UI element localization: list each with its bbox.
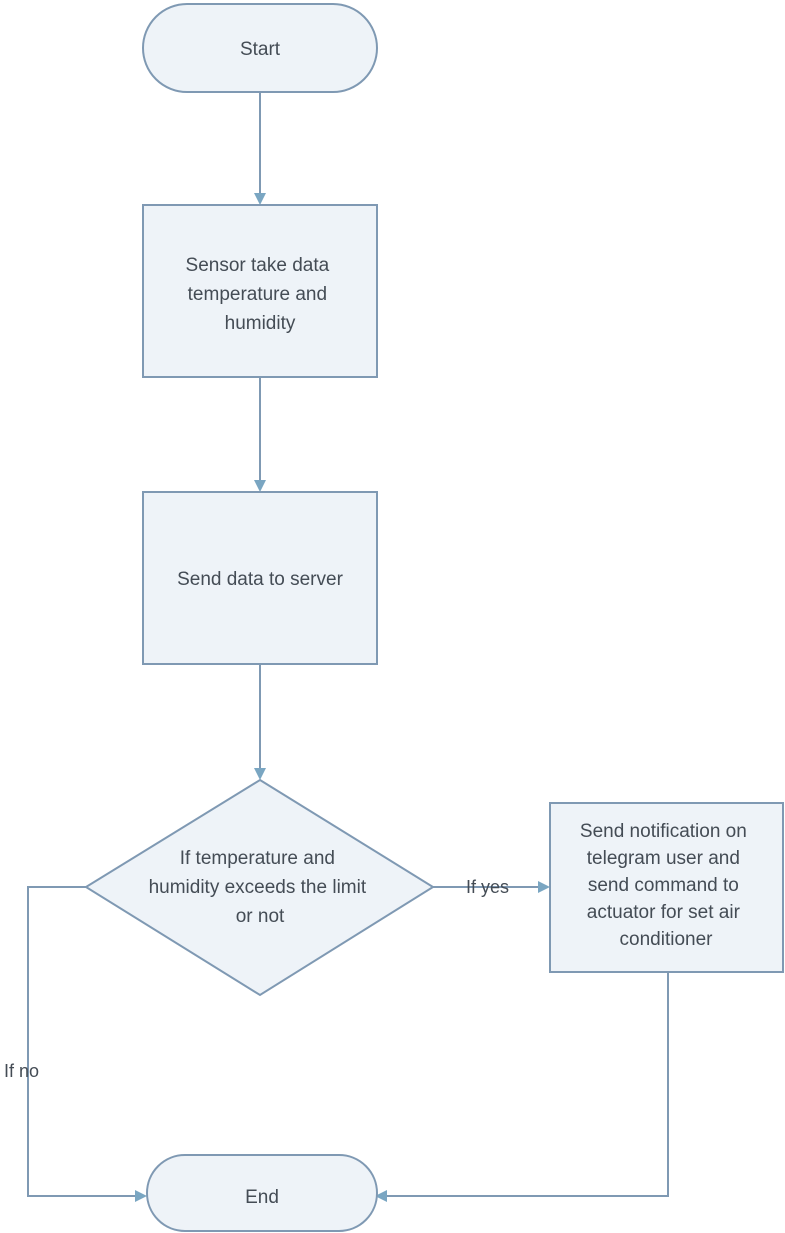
- end-node: End: [146, 1154, 378, 1232]
- decision-label-line-2: humidity exceeds the limit: [149, 877, 367, 898]
- notify-label-line-2: telegram user and: [587, 848, 740, 869]
- send-node: Send data to server: [142, 491, 378, 665]
- end-terminator-shape: [146, 1154, 378, 1232]
- notify-label-line-1: Send notification on: [580, 821, 747, 842]
- end-label: End: [245, 1187, 279, 1208]
- notify-label: Send notification on telegram user and s…: [580, 821, 752, 950]
- decision-diamond-shape: [84, 778, 435, 997]
- sensor-label: Sensor take data temperature and humidit…: [186, 255, 335, 334]
- sensor-label-line-2: temperature and: [188, 284, 327, 305]
- notify-label-line-4: actuator for set air: [587, 902, 741, 923]
- start-label: Start: [240, 39, 281, 60]
- edge-notify-to-end: [375, 972, 669, 1202]
- send-process-shape: [142, 491, 378, 665]
- edge-decision-no-to-end: [27, 886, 147, 1202]
- notify-node: Send notification on telegram user and s…: [549, 802, 784, 973]
- start-terminator-shape: [142, 3, 378, 93]
- sensor-process-shape: [142, 204, 378, 378]
- decision-label-line-3: or not: [236, 906, 285, 927]
- start-node: Start: [142, 3, 378, 93]
- sensor-label-line-1: Sensor take data: [186, 255, 330, 276]
- decision-node: If temperature and humidity exceeds the …: [84, 778, 435, 997]
- yes-branch-label: If yes: [466, 877, 509, 897]
- sensor-label-line-3: humidity: [225, 313, 296, 334]
- notify-label-line-5: conditioner: [620, 929, 714, 950]
- notify-process-shape: [549, 802, 784, 973]
- sensor-node: Sensor take data temperature and humidit…: [142, 204, 378, 378]
- decision-label-line-1: If temperature and: [180, 848, 335, 869]
- no-branch-label: If no: [4, 1061, 39, 1081]
- decision-label: If temperature and humidity exceeds the …: [149, 848, 372, 927]
- notify-label-line-3: send command to: [588, 875, 739, 896]
- send-label: Send data to server: [177, 569, 343, 590]
